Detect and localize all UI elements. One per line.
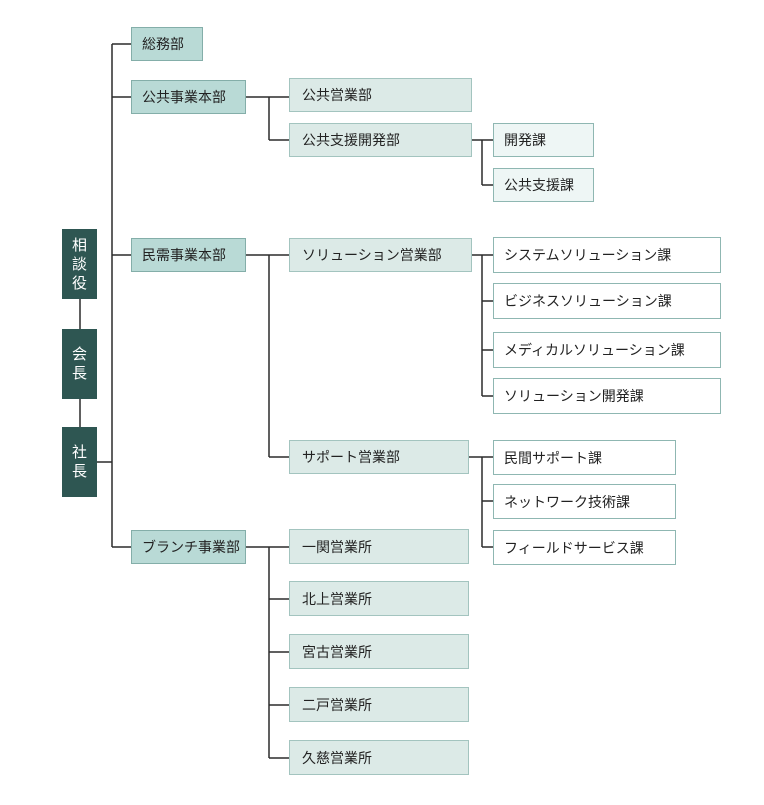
section-solution-dev: ソリューション開発課 [493, 378, 721, 414]
advisor-char-3: 役 [71, 273, 87, 292]
section-network-tech: ネットワーク技術課 [493, 484, 676, 519]
section-private-support: 民間サポート課 [493, 440, 676, 475]
advisor-char-2: 談 [71, 254, 87, 273]
chairman-char-2: 長 [71, 364, 87, 382]
chairman-char-1: 会 [71, 345, 87, 363]
advisor-box: 相 談 役 [62, 229, 97, 299]
dept-general-affairs: 総務部 [131, 27, 203, 61]
office-ninohe: 二戸営業所 [289, 687, 469, 722]
office-miyako: 宮古営業所 [289, 634, 469, 669]
dept-branch-hq: ブランチ事業部 [131, 530, 246, 564]
president-box: 社 長 [62, 427, 97, 497]
section-dev: 開発課 [493, 123, 594, 157]
dept-public-hq: 公共事業本部 [131, 80, 246, 114]
section-business-solution: ビジネスソリューション課 [493, 283, 721, 319]
president-char-1: 社 [71, 443, 87, 461]
section-public-support: 公共支援課 [493, 168, 594, 202]
office-kuji: 久慈営業所 [289, 740, 469, 775]
section-field-service: フィールドサービス課 [493, 530, 676, 565]
dept-public-sales: 公共営業部 [289, 78, 472, 112]
president-char-2: 長 [71, 462, 87, 480]
office-kitakami: 北上営業所 [289, 581, 469, 616]
section-system-solution: システムソリューション課 [493, 237, 721, 273]
advisor-char-1: 相 [71, 235, 87, 254]
chairman-box: 会 長 [62, 329, 97, 399]
dept-support-sales: サポート営業部 [289, 440, 469, 474]
dept-solution-sales: ソリューション営業部 [289, 238, 472, 272]
dept-private-hq: 民需事業本部 [131, 238, 246, 272]
office-ichinoseki: 一関営業所 [289, 529, 469, 564]
dept-public-support-dev: 公共支援開発部 [289, 123, 472, 157]
section-medical-solution: メディカルソリューション課 [493, 332, 721, 368]
